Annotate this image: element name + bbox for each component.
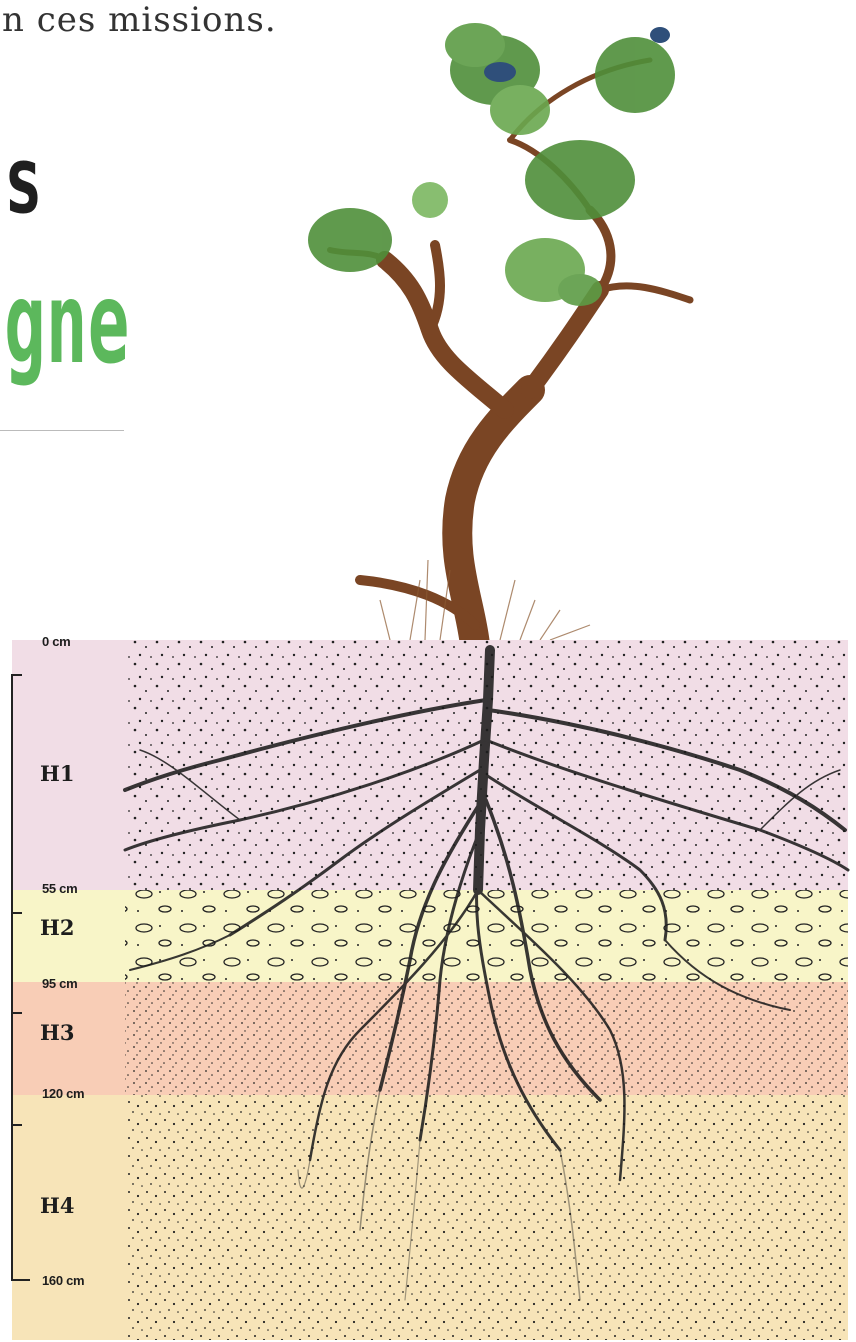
horizon-label-h4: H4 (40, 1193, 74, 1218)
horizon-label-h1: H1 (40, 761, 74, 786)
horizon-label-h2: H2 (40, 915, 74, 940)
depth-label-160: 160 cm (42, 1273, 84, 1288)
depth-label-55: 55 cm (42, 881, 77, 896)
depth-label-0: 0 cm (42, 634, 70, 649)
horizon-label-h3: H3 (40, 1020, 74, 1045)
depth-label-95: 95 cm (42, 976, 77, 991)
depth-label-120: 120 cm (42, 1086, 84, 1101)
